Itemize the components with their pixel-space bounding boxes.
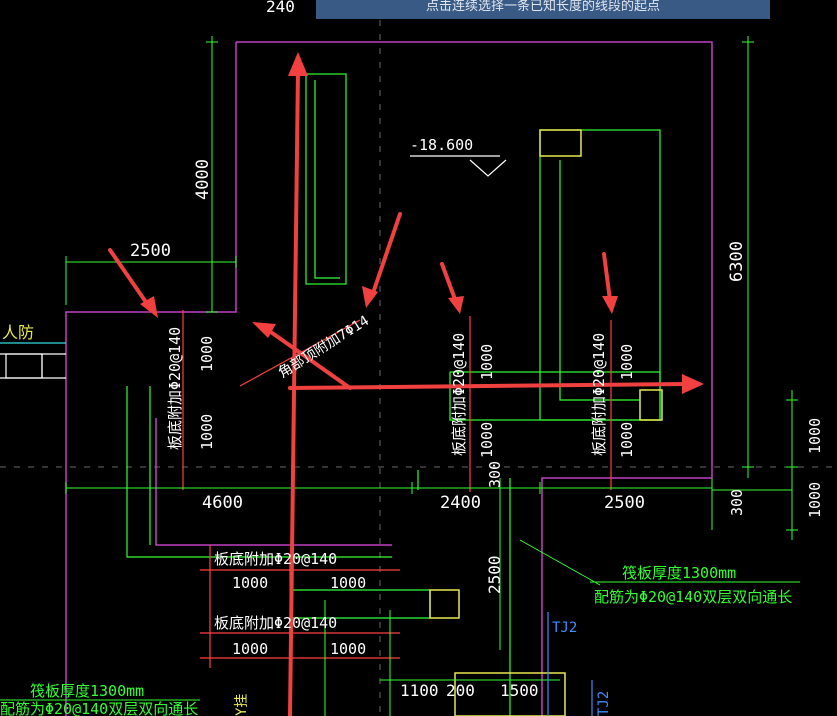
dim-1100: 1100 [400, 681, 439, 700]
slab-dim-1000-3: 1000 [232, 640, 268, 658]
board-bottom-label-3: 板底附加Φ20@140 [590, 333, 608, 456]
slab-dim-1000-4: 1000 [330, 640, 366, 658]
dim-1000-e: 1000 [618, 344, 636, 380]
left-edge-lines [0, 342, 66, 379]
raft-note-4: 配筋为Φ20@140双层双向通长 [0, 700, 198, 716]
dim-1000-c: 1000 [478, 344, 496, 380]
dim-1000-a: 1000 [198, 336, 216, 372]
dim-1000-right1: 1000 [806, 418, 824, 454]
rebar-red-lines [182, 310, 612, 668]
dim-1000-d: 1000 [478, 422, 496, 458]
board-bottom-label-1: 板底附加Φ20@140 [166, 327, 184, 450]
raft-note-3: 筏板厚度1300mm [30, 682, 144, 700]
dim-4600: 4600 [202, 493, 243, 513]
board-bottom-label-2: 板底附加Φ20@140 [450, 333, 468, 456]
dim-top-partial: 240 [266, 0, 295, 16]
annotation-arrows [108, 52, 704, 716]
elevation-label: -18.600 [410, 136, 473, 154]
left-mark-label: Y挂 [234, 694, 250, 716]
slab-dim-1000-1: 1000 [232, 574, 268, 592]
elevation-marker [410, 155, 507, 177]
tj2-label-b: TJ2 [596, 691, 612, 716]
civil-defense-label: 人防 [2, 323, 34, 342]
slab-bar-label-1: 板底附加Φ20@140 [214, 550, 337, 568]
tj2-label-a: TJ2 [552, 620, 577, 636]
dim-2400: 2400 [440, 493, 481, 513]
slab-bar-label-2: 板底附加Φ20@140 [214, 614, 337, 632]
yellow-boxes [429, 129, 663, 716]
dim-200: 200 [446, 681, 475, 700]
axis-lines [0, 20, 837, 716]
dim-6300: 6300 [727, 241, 747, 282]
dim-2500-vertical: 2500 [485, 555, 504, 594]
raft-note-1: 筏板厚度1300mm [622, 564, 736, 582]
dim-2500-left: 2500 [130, 241, 171, 261]
dim-300-a: 300 [486, 461, 504, 488]
green-structures [126, 73, 661, 716]
dim-1000-f: 1000 [618, 422, 636, 458]
command-tooltip-bar: 点击连续选择一条已知长度的线段的起点 [316, 0, 770, 19]
dim-1500: 1500 [500, 681, 539, 700]
command-tooltip-text: 点击连续选择一条已知长度的线段的起点 [425, 0, 660, 14]
dim-1000-b: 1000 [198, 414, 216, 450]
dim-1000-right2: 1000 [806, 482, 824, 518]
dim-4000: 4000 [193, 159, 213, 200]
slab-dim-1000-2: 1000 [330, 574, 366, 592]
dim-2500-mid: 2500 [604, 493, 645, 513]
dimension-lines [0, 36, 800, 716]
raft-note-2: 配筋为Φ20@140双层双向通长 [594, 588, 792, 606]
dim-300-b: 300 [728, 489, 746, 516]
blue-lines [547, 612, 593, 716]
